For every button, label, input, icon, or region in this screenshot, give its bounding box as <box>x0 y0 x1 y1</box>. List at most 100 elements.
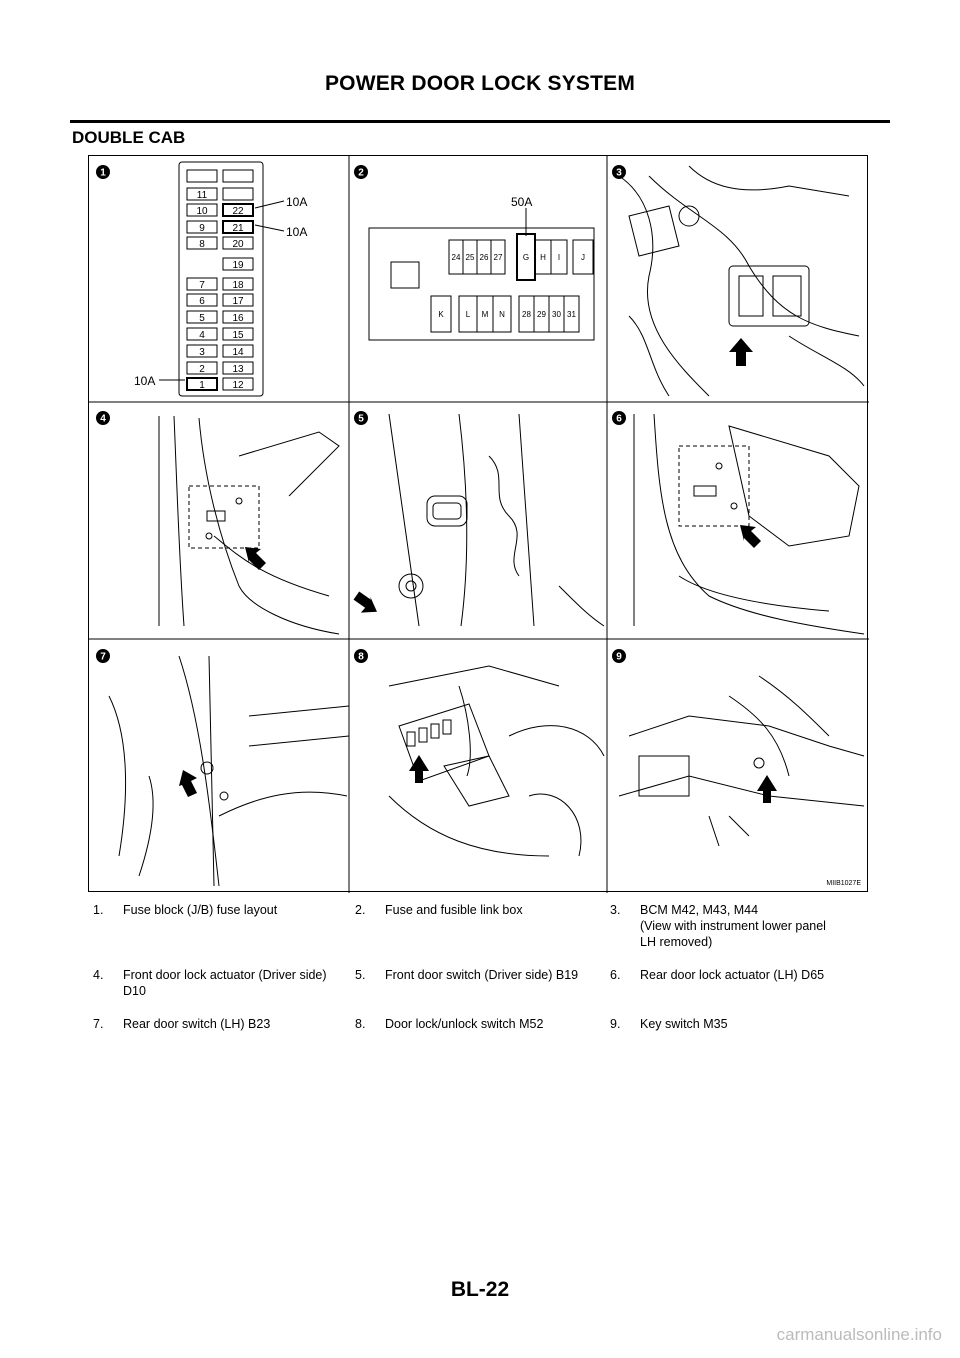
link-label-30: 30 <box>552 310 561 319</box>
link-label-26: 26 <box>480 253 489 262</box>
legend-text: Fuse block (J/B) fuse layout <box>123 903 278 917</box>
legend-item-9: 9. Key switch M35 <box>610 1016 890 1032</box>
legend-text: Rear door switch (LH) B23 <box>123 1017 271 1031</box>
panel-marker-8 <box>354 649 368 663</box>
legend-row: 4. Front door lock actuator (Driver side… <box>93 967 893 999</box>
front-door-switch-sketch <box>388 413 605 627</box>
legend-row: 7. Rear door switch (LH) B23 8. Door loc… <box>93 1016 893 1032</box>
legend-item-3: 3. BCM M42, M43, M44 (View with instrume… <box>610 902 890 950</box>
legend-num: 4. <box>93 968 104 982</box>
fuse-cell-3 <box>186 344 218 358</box>
legend-num: 3. <box>610 903 621 917</box>
legend-item-8: 8. Door lock/unlock switch M52 <box>355 1016 610 1032</box>
fuse-label-16: 16 <box>232 313 244 324</box>
link-label-25: 25 <box>466 253 475 262</box>
link-label-28: 28 <box>522 310 531 319</box>
fuse-cell-8 <box>186 236 218 250</box>
legend-text: Key switch M35 <box>640 1017 728 1031</box>
panel-marker-9 <box>612 649 626 663</box>
panel-number-9: 9 <box>616 652 622 663</box>
fuse-label-20: 20 <box>232 239 244 250</box>
link-cell-I <box>550 239 568 275</box>
panel-marker-7 <box>96 649 110 663</box>
legend-num: 8. <box>355 1017 366 1031</box>
panel-marker-1 <box>96 165 110 179</box>
link-label-K: K <box>438 310 444 319</box>
panel-marker-6 <box>612 411 626 425</box>
legend: 1. Fuse block (J/B) fuse layout 2. Fuse … <box>93 902 893 1049</box>
legend-text: Fuse and fusible link box <box>385 903 523 917</box>
fuse-label-7: 7 <box>199 280 205 291</box>
legend-text-line: Front door lock actuator (Driver side) <box>123 968 327 982</box>
fuse-callout-10a-middle: 10A <box>286 225 307 239</box>
legend-num: 6. <box>610 968 621 982</box>
front-door-actuator-sketch <box>158 415 340 635</box>
link-cell-N <box>492 295 512 333</box>
fuse-cell-2 <box>186 361 218 375</box>
legend-item-6: 6. Rear door lock actuator (LH) D65 <box>610 967 890 999</box>
fuse-label-13: 13 <box>232 364 244 375</box>
fuse-cell-1 <box>186 377 218 391</box>
fuse-cell-17 <box>222 293 254 307</box>
legend-text: BCM M42, M43, M44 (View with instrument … <box>640 902 890 950</box>
link-label-L: L <box>466 310 471 319</box>
link-label-G: G <box>523 253 529 262</box>
fuse-callout-10a-upper: 10A <box>286 195 307 209</box>
legend-num: 7. <box>93 1017 104 1031</box>
fuse-label-14: 14 <box>232 347 244 358</box>
bcm-location-sketch <box>618 165 865 397</box>
link-label-31: 31 <box>567 310 576 319</box>
fuse-label-12: 12 <box>232 380 244 391</box>
legend-item-7: 7. Rear door switch (LH) B23 <box>93 1016 355 1032</box>
link-cell-27 <box>490 239 506 275</box>
legend-text-line: D10 <box>123 984 146 998</box>
fuse-cell-18 <box>222 277 254 291</box>
panel-number-3: 3 <box>616 168 622 179</box>
link-label-24: 24 <box>452 253 461 262</box>
legend-text: Front door lock actuator (Driver side) D… <box>123 967 355 999</box>
link-label-29: 29 <box>537 310 546 319</box>
link-cell-K <box>430 295 452 333</box>
panel-number-8: 8 <box>358 652 364 663</box>
legend-item-5: 5. Front door switch (Driver side) B19 <box>355 967 610 999</box>
legend-item-2: 2. Fuse and fusible link box <box>355 902 610 950</box>
legend-text: Door lock/unlock switch M52 <box>385 1017 544 1031</box>
section-heading: DOUBLE CAB <box>72 128 186 147</box>
panel-marker-2 <box>354 165 368 179</box>
legend-num: 1. <box>93 903 104 917</box>
fuse-label-5: 5 <box>199 313 205 324</box>
legend-text: Front door switch (Driver side) B19 <box>385 968 579 982</box>
link-label-M: M <box>482 310 489 319</box>
link-callout-50a: 50A <box>511 195 532 209</box>
fuse-cell-22 <box>222 203 254 217</box>
pointer-arrows <box>179 338 777 803</box>
legend-text-line: (View with instrument lower panel <box>640 919 826 933</box>
fuse-label-8: 8 <box>199 239 205 250</box>
fuse-label-21: 21 <box>232 223 244 234</box>
rear-door-switch-sketch <box>108 655 350 887</box>
fuse-cell-4 <box>186 327 218 341</box>
fuse-cell-5 <box>186 310 218 324</box>
link-label-I: I <box>558 253 560 262</box>
fuse-callout-10a-lower: 10A <box>134 374 155 388</box>
figure-code: MIIB1027E <box>826 880 861 887</box>
legend-num: 5. <box>355 968 366 982</box>
link-cell-31 <box>563 295 580 333</box>
legend-row: 1. Fuse block (J/B) fuse layout 2. Fuse … <box>93 902 893 950</box>
fuse-cell-15 <box>222 327 254 341</box>
fuse-cell-6 <box>186 293 218 307</box>
rear-door-actuator-sketch <box>633 413 865 635</box>
legend-item-4: 4. Front door lock actuator (Driver side… <box>93 967 355 999</box>
page-number: BL-22 <box>450 1278 510 1301</box>
fuse-cell-14 <box>222 344 254 358</box>
fuse-label-15: 15 <box>232 330 244 341</box>
watermark: carmanualsonline.info <box>776 1325 942 1344</box>
panel-marker-3 <box>612 165 626 179</box>
fuse-cell-16 <box>222 310 254 324</box>
legend-item-1: 1. Fuse block (J/B) fuse layout <box>93 902 355 950</box>
fuse-cell-21 <box>222 220 254 234</box>
key-switch-sketch <box>618 675 865 847</box>
